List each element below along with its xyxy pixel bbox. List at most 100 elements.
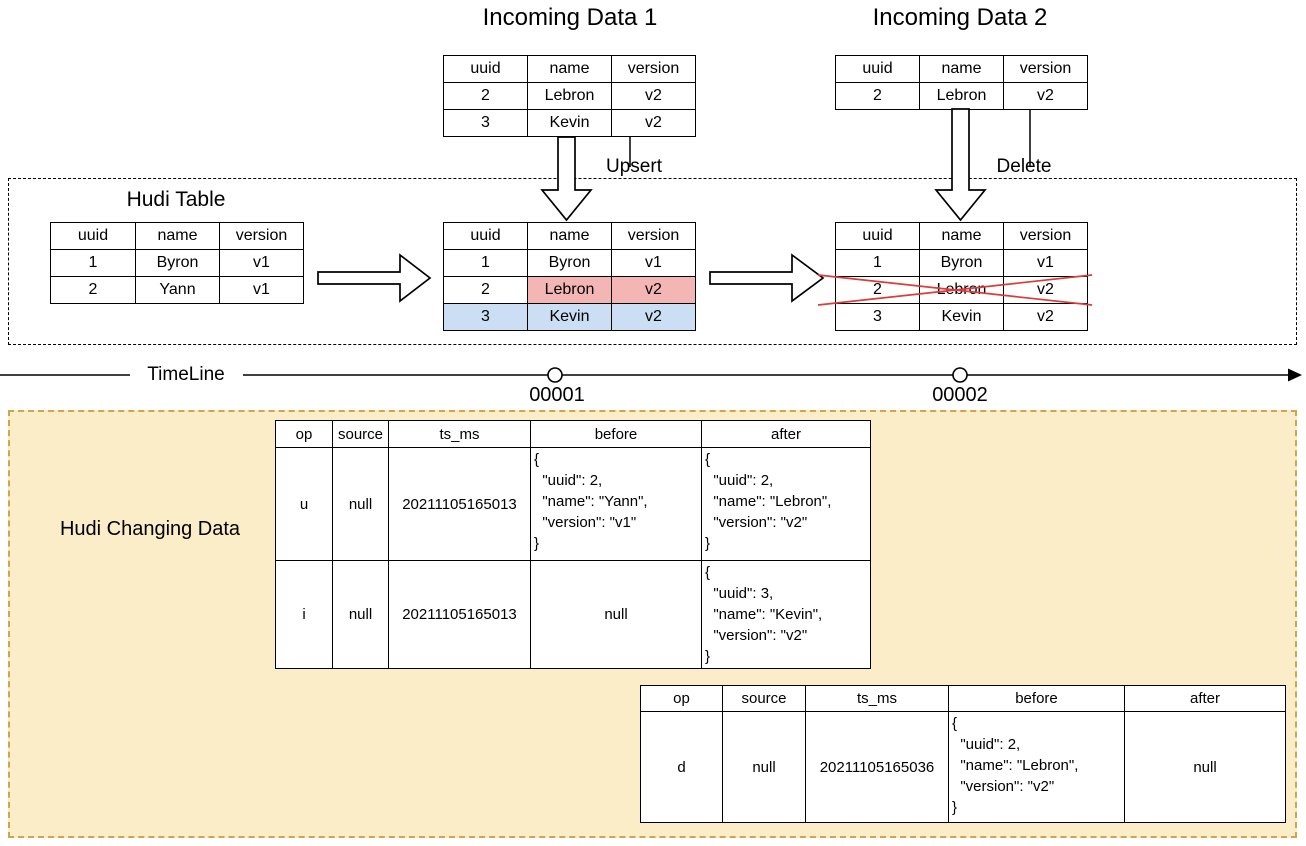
table-row-updated: 2 Lebron v2 bbox=[443, 276, 696, 304]
table-row: 1 Byron v1 bbox=[835, 249, 1088, 277]
col-header-name: name bbox=[919, 55, 1004, 83]
cell: v2 bbox=[611, 82, 696, 110]
cdc-table-commit-00001: op source ts_ms before after u null 2021… bbox=[275, 420, 871, 669]
hudi-table-after-upsert: uuid name version 1 Byron v1 2 Lebron v2… bbox=[443, 222, 696, 331]
op-cell: u bbox=[275, 447, 333, 561]
ts-ms-cell: 20211105165013 bbox=[388, 560, 531, 669]
col-header-before: before bbox=[530, 420, 702, 448]
col-header-name: name bbox=[135, 222, 220, 250]
cell: Lebron bbox=[919, 276, 1004, 304]
table-row: 2 Yann v1 bbox=[50, 276, 304, 304]
table-row: 1 Byron v1 bbox=[50, 249, 304, 277]
col-header-ts-ms: ts_ms bbox=[805, 685, 949, 712]
hudi-table-after-delete: uuid name version 1 Byron v1 2 Lebron v2… bbox=[835, 222, 1088, 331]
commit-00002-marker bbox=[952, 367, 968, 383]
col-header-after: after bbox=[701, 420, 871, 448]
table-row: 2 Lebron v2 bbox=[835, 82, 1088, 110]
commit-00001-marker bbox=[547, 367, 563, 383]
incoming-data-2-title: Incoming Data 2 bbox=[872, 4, 1048, 31]
cell: v1 bbox=[611, 249, 696, 277]
cell: v2 bbox=[1003, 303, 1088, 331]
cell: Byron bbox=[919, 249, 1004, 277]
source-cell: null bbox=[722, 711, 806, 823]
table-row: 2 Lebron v2 bbox=[443, 82, 696, 110]
upsert-label: Upsert bbox=[606, 156, 662, 177]
col-header-uuid: uuid bbox=[443, 222, 528, 250]
col-header-name: name bbox=[919, 222, 1004, 250]
timeline-label: TimeLine bbox=[147, 364, 225, 385]
table-header-row: op source ts_ms before after bbox=[640, 685, 1286, 712]
cell-inserted: v2 bbox=[611, 303, 696, 331]
hudi-table-before: uuid name version 1 Byron v1 2 Yann v1 bbox=[50, 222, 304, 304]
source-cell: null bbox=[332, 447, 389, 561]
cell: v2 bbox=[1003, 276, 1088, 304]
cell: Yann bbox=[135, 276, 220, 304]
col-header-name: name bbox=[527, 55, 612, 83]
col-header-uuid: uuid bbox=[835, 222, 920, 250]
cell: 2 bbox=[443, 276, 528, 304]
col-header-after: after bbox=[1124, 685, 1286, 712]
incoming-data-2-table: uuid name version 2 Lebron v2 bbox=[835, 55, 1088, 110]
cell: 2 bbox=[50, 276, 136, 304]
commit-00002-label: 00002 bbox=[932, 384, 988, 406]
before-cell: null bbox=[530, 560, 702, 669]
cell: 3 bbox=[835, 303, 920, 331]
incoming-data-1-title: Incoming Data 1 bbox=[482, 4, 658, 31]
incoming-data-1-table: uuid name version 2 Lebron v2 3 Kevin v2 bbox=[443, 55, 696, 137]
cdc-row-delete: d null 20211105165036 { "uuid": 2, "name… bbox=[640, 711, 1286, 823]
col-header-version: version bbox=[611, 222, 696, 250]
table-header-row: op source ts_ms before after bbox=[275, 420, 871, 448]
col-header-source: source bbox=[722, 685, 806, 712]
op-cell: d bbox=[640, 711, 723, 823]
before-cell: { "uuid": 2, "name": "Lebron", "version"… bbox=[948, 711, 1125, 823]
cdc-row-update: u null 20211105165013 { "uuid": 2, "name… bbox=[275, 447, 871, 561]
cell: Byron bbox=[135, 249, 220, 277]
cell: 2 bbox=[835, 276, 920, 304]
table-header-row: uuid name version bbox=[50, 222, 304, 250]
cell-inserted: Kevin bbox=[527, 303, 612, 331]
cell: v2 bbox=[611, 109, 696, 137]
commit-00001-label: 00001 bbox=[529, 384, 585, 406]
table-row-inserted: 3 Kevin v2 bbox=[443, 303, 696, 331]
after-cell: { "uuid": 2, "name": "Lebron", "version"… bbox=[701, 447, 871, 561]
cell: 1 bbox=[50, 249, 136, 277]
hudi-changing-data-title: Hudi Changing Data bbox=[59, 518, 241, 540]
table-row: 3 Kevin v2 bbox=[835, 303, 1088, 331]
cell: Lebron bbox=[527, 82, 612, 110]
cdc-table-commit-00002: op source ts_ms before after d null 2021… bbox=[640, 685, 1286, 823]
cdc-row-insert: i null 20211105165013 null { "uuid": 3, … bbox=[275, 560, 871, 669]
table-row-deleted: 2 Lebron v2 bbox=[835, 276, 1088, 304]
table-row: 3 Kevin v2 bbox=[443, 109, 696, 137]
cell: 1 bbox=[835, 249, 920, 277]
table-header-row: uuid name version bbox=[835, 55, 1088, 83]
hudi-table-container bbox=[8, 178, 1297, 345]
col-header-source: source bbox=[332, 420, 389, 448]
table-header-row: uuid name version bbox=[443, 222, 696, 250]
col-header-version: version bbox=[1003, 222, 1088, 250]
source-cell: null bbox=[332, 560, 389, 669]
table-row: 1 Byron v1 bbox=[443, 249, 696, 277]
cell: v1 bbox=[219, 276, 304, 304]
col-header-uuid: uuid bbox=[835, 55, 920, 83]
col-header-name: name bbox=[527, 222, 612, 250]
cell: Lebron bbox=[919, 82, 1004, 110]
cell: v1 bbox=[219, 249, 304, 277]
after-cell: null bbox=[1124, 711, 1286, 823]
cell-updated: Lebron bbox=[527, 276, 612, 304]
ts-ms-cell: 20211105165036 bbox=[805, 711, 949, 823]
cell: Byron bbox=[527, 249, 612, 277]
hudi-table-title: Hudi Table bbox=[126, 188, 226, 211]
cell: 1 bbox=[443, 249, 528, 277]
ts-ms-cell: 20211105165013 bbox=[388, 447, 531, 561]
delete-label: Delete bbox=[996, 156, 1052, 177]
table-header-row: uuid name version bbox=[443, 55, 696, 83]
cell: 3 bbox=[443, 109, 528, 137]
cell: 2 bbox=[443, 82, 528, 110]
cell: Kevin bbox=[919, 303, 1004, 331]
cell-updated: v2 bbox=[611, 276, 696, 304]
col-header-ts-ms: ts_ms bbox=[388, 420, 531, 448]
col-header-uuid: uuid bbox=[443, 55, 528, 83]
col-header-version: version bbox=[1003, 55, 1088, 83]
before-cell: { "uuid": 2, "name": "Yann", "version": … bbox=[530, 447, 702, 561]
